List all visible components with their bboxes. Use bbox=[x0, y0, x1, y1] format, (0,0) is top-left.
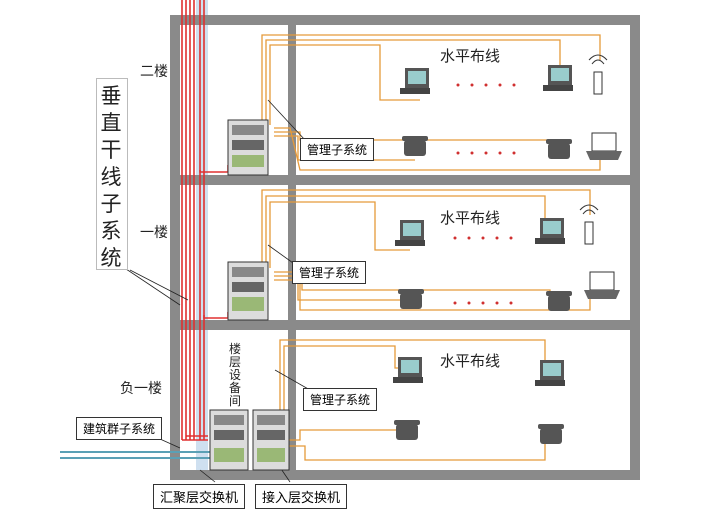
computer-icon bbox=[400, 68, 430, 94]
phone-icon bbox=[546, 139, 572, 159]
computer-icon bbox=[393, 357, 423, 383]
laptops bbox=[584, 132, 622, 299]
vertical-backbone-cables bbox=[181, 0, 229, 441]
equipment-room-char: 层 bbox=[228, 355, 241, 369]
management-subsystem-box-1: 管理子系统 bbox=[292, 261, 367, 284]
vertical-char: 线 bbox=[100, 165, 122, 189]
rack-floor2 bbox=[227, 119, 269, 176]
campus-fiber bbox=[60, 451, 230, 459]
aggregation-switch-label: 汇聚层交换机 bbox=[153, 484, 246, 509]
rack-floor1 bbox=[227, 261, 269, 321]
access-switch-label: 接入层交换机 bbox=[255, 484, 348, 509]
phones bbox=[394, 136, 572, 444]
access-points bbox=[579, 54, 608, 245]
equipment-room-char: 间 bbox=[228, 394, 241, 408]
vertical-char: 子 bbox=[100, 192, 122, 216]
horizontal-cabling-label-1: 水平布线 bbox=[440, 209, 501, 227]
computer-icon bbox=[535, 360, 565, 386]
wireless-ap-icon bbox=[588, 54, 608, 95]
wireless-ap-icon bbox=[579, 204, 599, 245]
building-walls bbox=[170, 15, 640, 480]
computer-icon bbox=[535, 218, 565, 244]
vertical-char: 系 bbox=[100, 219, 122, 243]
phone-icon bbox=[394, 420, 420, 440]
riser-shaft bbox=[196, 0, 208, 480]
vertical-char: 统 bbox=[100, 246, 122, 270]
computer-icon bbox=[395, 220, 425, 246]
rack-aggregation bbox=[209, 409, 249, 471]
horizontal-cabling-label-2: 水平布线 bbox=[440, 47, 501, 65]
campus-subsystem-box: 建筑群子系统 bbox=[76, 417, 163, 440]
floor-label-b1: 负一楼 bbox=[120, 381, 162, 397]
rack-access bbox=[252, 409, 290, 471]
laptop-icon bbox=[584, 271, 620, 299]
management-subsystem-box-b1: 管理子系统 bbox=[303, 388, 378, 411]
phone-icon bbox=[546, 291, 572, 311]
equipment-room-char: 楼 bbox=[228, 342, 241, 356]
phone-icon bbox=[402, 136, 428, 156]
phone-icon bbox=[538, 424, 564, 444]
phone-icon bbox=[398, 289, 424, 309]
floor-label-1: 一楼 bbox=[140, 225, 168, 241]
computers bbox=[393, 65, 573, 386]
equipment-room-char: 备 bbox=[228, 381, 241, 395]
vertical-char: 垂 bbox=[100, 84, 122, 108]
computer-icon bbox=[543, 65, 573, 91]
horizontal-cables-floor0 bbox=[279, 339, 546, 461]
vertical-char: 直 bbox=[100, 111, 122, 135]
floor-label-2: 二楼 bbox=[140, 64, 168, 80]
laptop-icon bbox=[586, 132, 622, 160]
management-subsystem-box-2: 管理子系统 bbox=[300, 138, 375, 161]
device-ellipsis bbox=[453, 83, 516, 305]
vertical-char: 干 bbox=[100, 138, 122, 162]
horizontal-cables-floor1 bbox=[261, 189, 591, 311]
equipment-room-char: 设 bbox=[228, 368, 241, 382]
vertical-backbone-label bbox=[96, 78, 128, 270]
horizontal-cabling-label-b1: 水平布线 bbox=[440, 352, 501, 370]
